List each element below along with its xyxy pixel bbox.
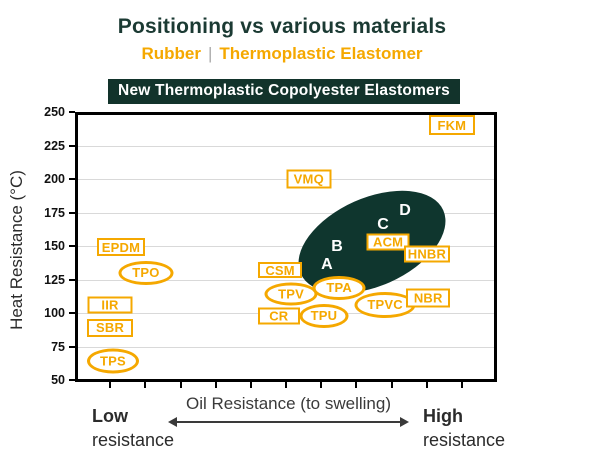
x-axis-high-label: High resistance xyxy=(423,404,505,453)
low-title: Low xyxy=(92,406,128,426)
x-tick xyxy=(285,382,287,388)
y-tick xyxy=(69,312,75,314)
y-tick xyxy=(69,379,75,381)
y-tick-label: 150 xyxy=(44,239,65,253)
low-subtitle: resistance xyxy=(92,430,175,451)
highlight-banner: New Thermoplastic Copolyester Elastomers xyxy=(108,79,460,104)
grade-letter: B xyxy=(331,238,343,256)
material-label: NBR xyxy=(406,288,451,308)
subtitle-rubber: Rubber xyxy=(141,44,201,63)
x-tick xyxy=(320,382,323,388)
high-title: High xyxy=(423,406,463,426)
subtitle-separator: | xyxy=(207,44,213,63)
grade-letter: D xyxy=(399,202,411,220)
grade-letter: A xyxy=(321,255,333,273)
x-tick xyxy=(460,382,463,388)
material-label: FKM xyxy=(428,115,475,136)
gridline xyxy=(78,279,494,281)
double-arrow-icon xyxy=(168,417,409,427)
gridline xyxy=(78,179,494,180)
material-label: TPO xyxy=(118,260,174,285)
x-tick xyxy=(425,382,428,388)
x-tick xyxy=(179,382,182,388)
y-tick xyxy=(69,111,75,113)
x-tick xyxy=(144,382,147,388)
y-tick xyxy=(69,178,75,180)
gridline xyxy=(78,212,494,214)
x-tick xyxy=(249,382,252,388)
y-tick-label: 75 xyxy=(51,339,65,354)
y-tick xyxy=(69,211,75,214)
x-tick xyxy=(109,382,112,388)
y-axis-label: Heat Resistance (°C) xyxy=(7,170,26,330)
chart-header: Positioning vs various materials Rubber |… xyxy=(0,0,564,64)
subtitle-tpe: Thermoplastic Elastomer xyxy=(219,44,423,63)
y-tick-label: 200 xyxy=(44,172,65,186)
y-tick-label: 125 xyxy=(44,272,65,287)
material-label: HNBR xyxy=(403,245,450,263)
banner-wrap: New Thermoplastic Copolyester Elastomers xyxy=(0,79,568,104)
plot-area-border xyxy=(75,112,497,382)
material-label: TPU xyxy=(299,303,349,328)
x-tick xyxy=(355,382,358,388)
page-title: Positioning vs various materials xyxy=(117,15,447,38)
y-tick-label: 225 xyxy=(44,138,65,153)
gridline xyxy=(78,346,494,348)
x-axis-low-label: Low resistance xyxy=(92,404,174,453)
y-tick-label: 250 xyxy=(44,105,65,119)
material-label: EPDM xyxy=(96,238,145,257)
material-label: IIR xyxy=(87,296,133,314)
y-tick xyxy=(69,278,75,281)
high-subtitle: resistance xyxy=(423,430,506,451)
material-label: CR xyxy=(257,307,300,325)
grade-letter: C xyxy=(377,215,389,233)
gridline xyxy=(78,145,494,147)
material-label: TPS xyxy=(86,348,139,374)
material-label: ACM xyxy=(366,233,410,251)
y-tick xyxy=(69,245,75,247)
y-tick-label: 50 xyxy=(51,373,65,387)
x-axis-label: Oil Resistance (to swelling) xyxy=(185,394,391,413)
material-label: TPV xyxy=(264,282,318,306)
gridline xyxy=(78,246,494,247)
material-label: TPVC xyxy=(354,291,416,318)
y-tick-label: 175 xyxy=(44,205,65,220)
x-tick xyxy=(390,382,393,388)
y-tick-label: 100 xyxy=(44,306,65,320)
y-tick xyxy=(69,345,75,348)
material-label: CSM xyxy=(258,262,303,279)
y-tick xyxy=(69,144,75,147)
material-label: SBR xyxy=(87,318,134,337)
x-tick xyxy=(214,382,217,388)
material-label: TPA xyxy=(312,275,366,300)
page-subtitle: Rubber | Thermoplastic Elastomer xyxy=(0,44,564,64)
material-label: VMQ xyxy=(286,169,332,189)
